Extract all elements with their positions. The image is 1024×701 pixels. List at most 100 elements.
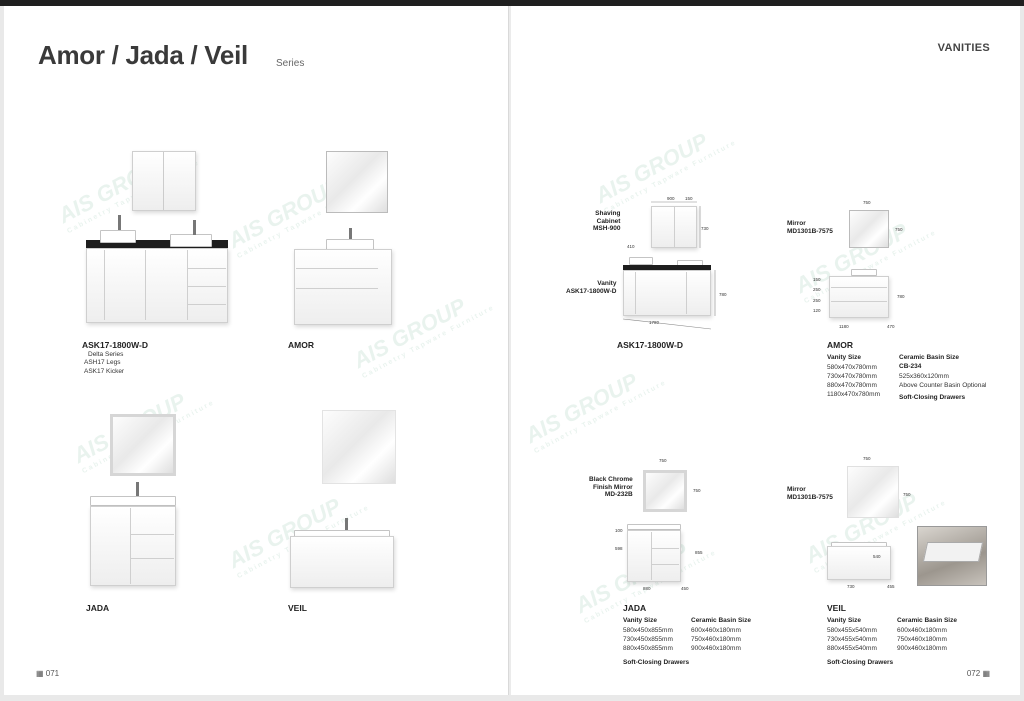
vanity-size-heading: Vanity Size [623,617,657,624]
door-line [145,250,146,320]
callout-mirror-amor: Mirror MD1301B-7575 [787,220,833,235]
section-title: VANITIES [937,42,990,54]
product-label-jada-right: JADA [623,603,647,613]
vanity-size: 730x455x540mm [827,636,877,643]
basin-model: CB-234 [899,363,922,370]
basin-size-heading: Ceramic Basin Size [897,617,957,624]
dim-label: 1180 [839,324,849,329]
dim-label: 540 [873,554,881,559]
vanity-size-heading: Vanity Size [827,354,861,361]
dim-label: 450 [681,586,689,591]
mirror-drawing [847,466,899,518]
basin-size-heading: Ceramic Basin Size [899,354,959,361]
drawer-line [652,564,679,565]
door-line [187,250,188,320]
dim-label: 250 [813,298,821,303]
dim-label: 100 [615,528,623,533]
dim-label: 120 [813,308,821,313]
basin-note: Above Counter Basin Optional [899,382,987,389]
drawer-line [131,534,174,535]
feature: Soft-Closing Drawers [827,659,894,666]
dim-label: 750 [863,200,871,205]
drawer-line [652,548,679,549]
dim-label: 780 [897,294,905,299]
dim-label: 855 [695,550,703,555]
vanity-size: 880x450x855mm [623,645,673,652]
door-line [104,250,105,320]
mirror-image [322,410,396,484]
dimension-lines [622,201,716,330]
product-sub-line: ASK17 Kicker [84,368,125,375]
basin-right [170,234,212,247]
product-label-amor: AMOR [288,340,314,350]
black-benchtop [623,265,711,270]
product-sub-line: Delta Series [88,351,124,358]
dim-label: 880 [643,586,651,591]
dim-label: 455 [887,584,895,589]
vanity-size: 580x450x855mm [623,627,673,634]
cabinet-divider [674,207,675,247]
dim-label: 150 [685,196,693,201]
feature: Soft-Closing Drawers [623,659,690,666]
dim-label: 730 [701,226,709,231]
tap-left [118,215,121,230]
tap-amor [349,228,352,239]
basin-size: 750x460x180mm [691,636,741,643]
vanity-size: 880x470x780mm [827,382,877,389]
mirror-image [326,151,388,213]
callout-vanity: Vanity ASK17-1800W-D [566,280,617,295]
callout-mirror-veil: Mirror MD1301B-7575 [787,486,833,501]
book-gutter [508,6,512,695]
cabinet-divider [163,152,164,210]
feature: Soft-Closing Drawers [899,394,966,401]
basin-size: 900x460x180mm [691,645,741,652]
mirror-drawing [849,210,889,248]
basin-size: 750x460x180mm [897,636,947,643]
tap-right [193,220,196,235]
shaving-cabinet-image [132,151,196,211]
drawer-line [296,268,378,269]
mirror-image [110,414,176,476]
callout-mirror-jada: Black Chrome Finish Mirror MD-232B [589,476,633,498]
dim-label: 750 [659,458,667,463]
door-line [651,532,652,580]
vanity-amor-drawing [829,276,889,318]
drawer-line [296,288,378,289]
product-label-amor-right: AMOR [827,340,853,350]
vanity-size: 580x455x540mm [827,627,877,634]
basin-amor [851,269,877,276]
vanity-amor-image [294,249,392,325]
drawer-line [831,287,887,288]
vanity-size: 880x455x540mm [827,645,877,652]
dim-label: 250 [813,287,821,292]
vanity-size: 1180x470x780mm [827,391,880,398]
callout-shaving-cabinet: Shaving Cabinet MSH-900 [593,210,621,232]
page-subtitle: Series [276,58,305,69]
dim-label: 410 [627,244,635,249]
product-label-ask17: ASK17-1800W-D [82,340,148,350]
basin-left [100,230,136,243]
dim-label: 750 [903,492,911,497]
vanity-size-heading: Vanity Size [827,617,861,624]
basin-jada [90,496,176,506]
drawer-line [831,301,887,302]
dim-label: 470 [887,324,895,329]
dim-label: 900 [667,196,675,201]
drawer-photo-shape [922,542,984,562]
vanity-veil-image [290,536,394,588]
basin-jada [627,524,681,530]
tap-jada [136,482,139,496]
vanity-veil-drawing [827,546,891,580]
drawer-line [131,558,174,559]
drawer-line [188,268,226,269]
basin-size-heading: Ceramic Basin Size [691,617,751,624]
product-label-veil: VEIL [288,603,307,613]
basin-size: 600x460x180mm [691,627,741,634]
dim-label: 150 [813,277,821,282]
vanity-size: 730x450x855mm [623,636,673,643]
product-label-jada: JADA [86,603,110,613]
mirror-drawing [643,470,687,512]
vanity-size: 580x470x780mm [827,364,877,371]
